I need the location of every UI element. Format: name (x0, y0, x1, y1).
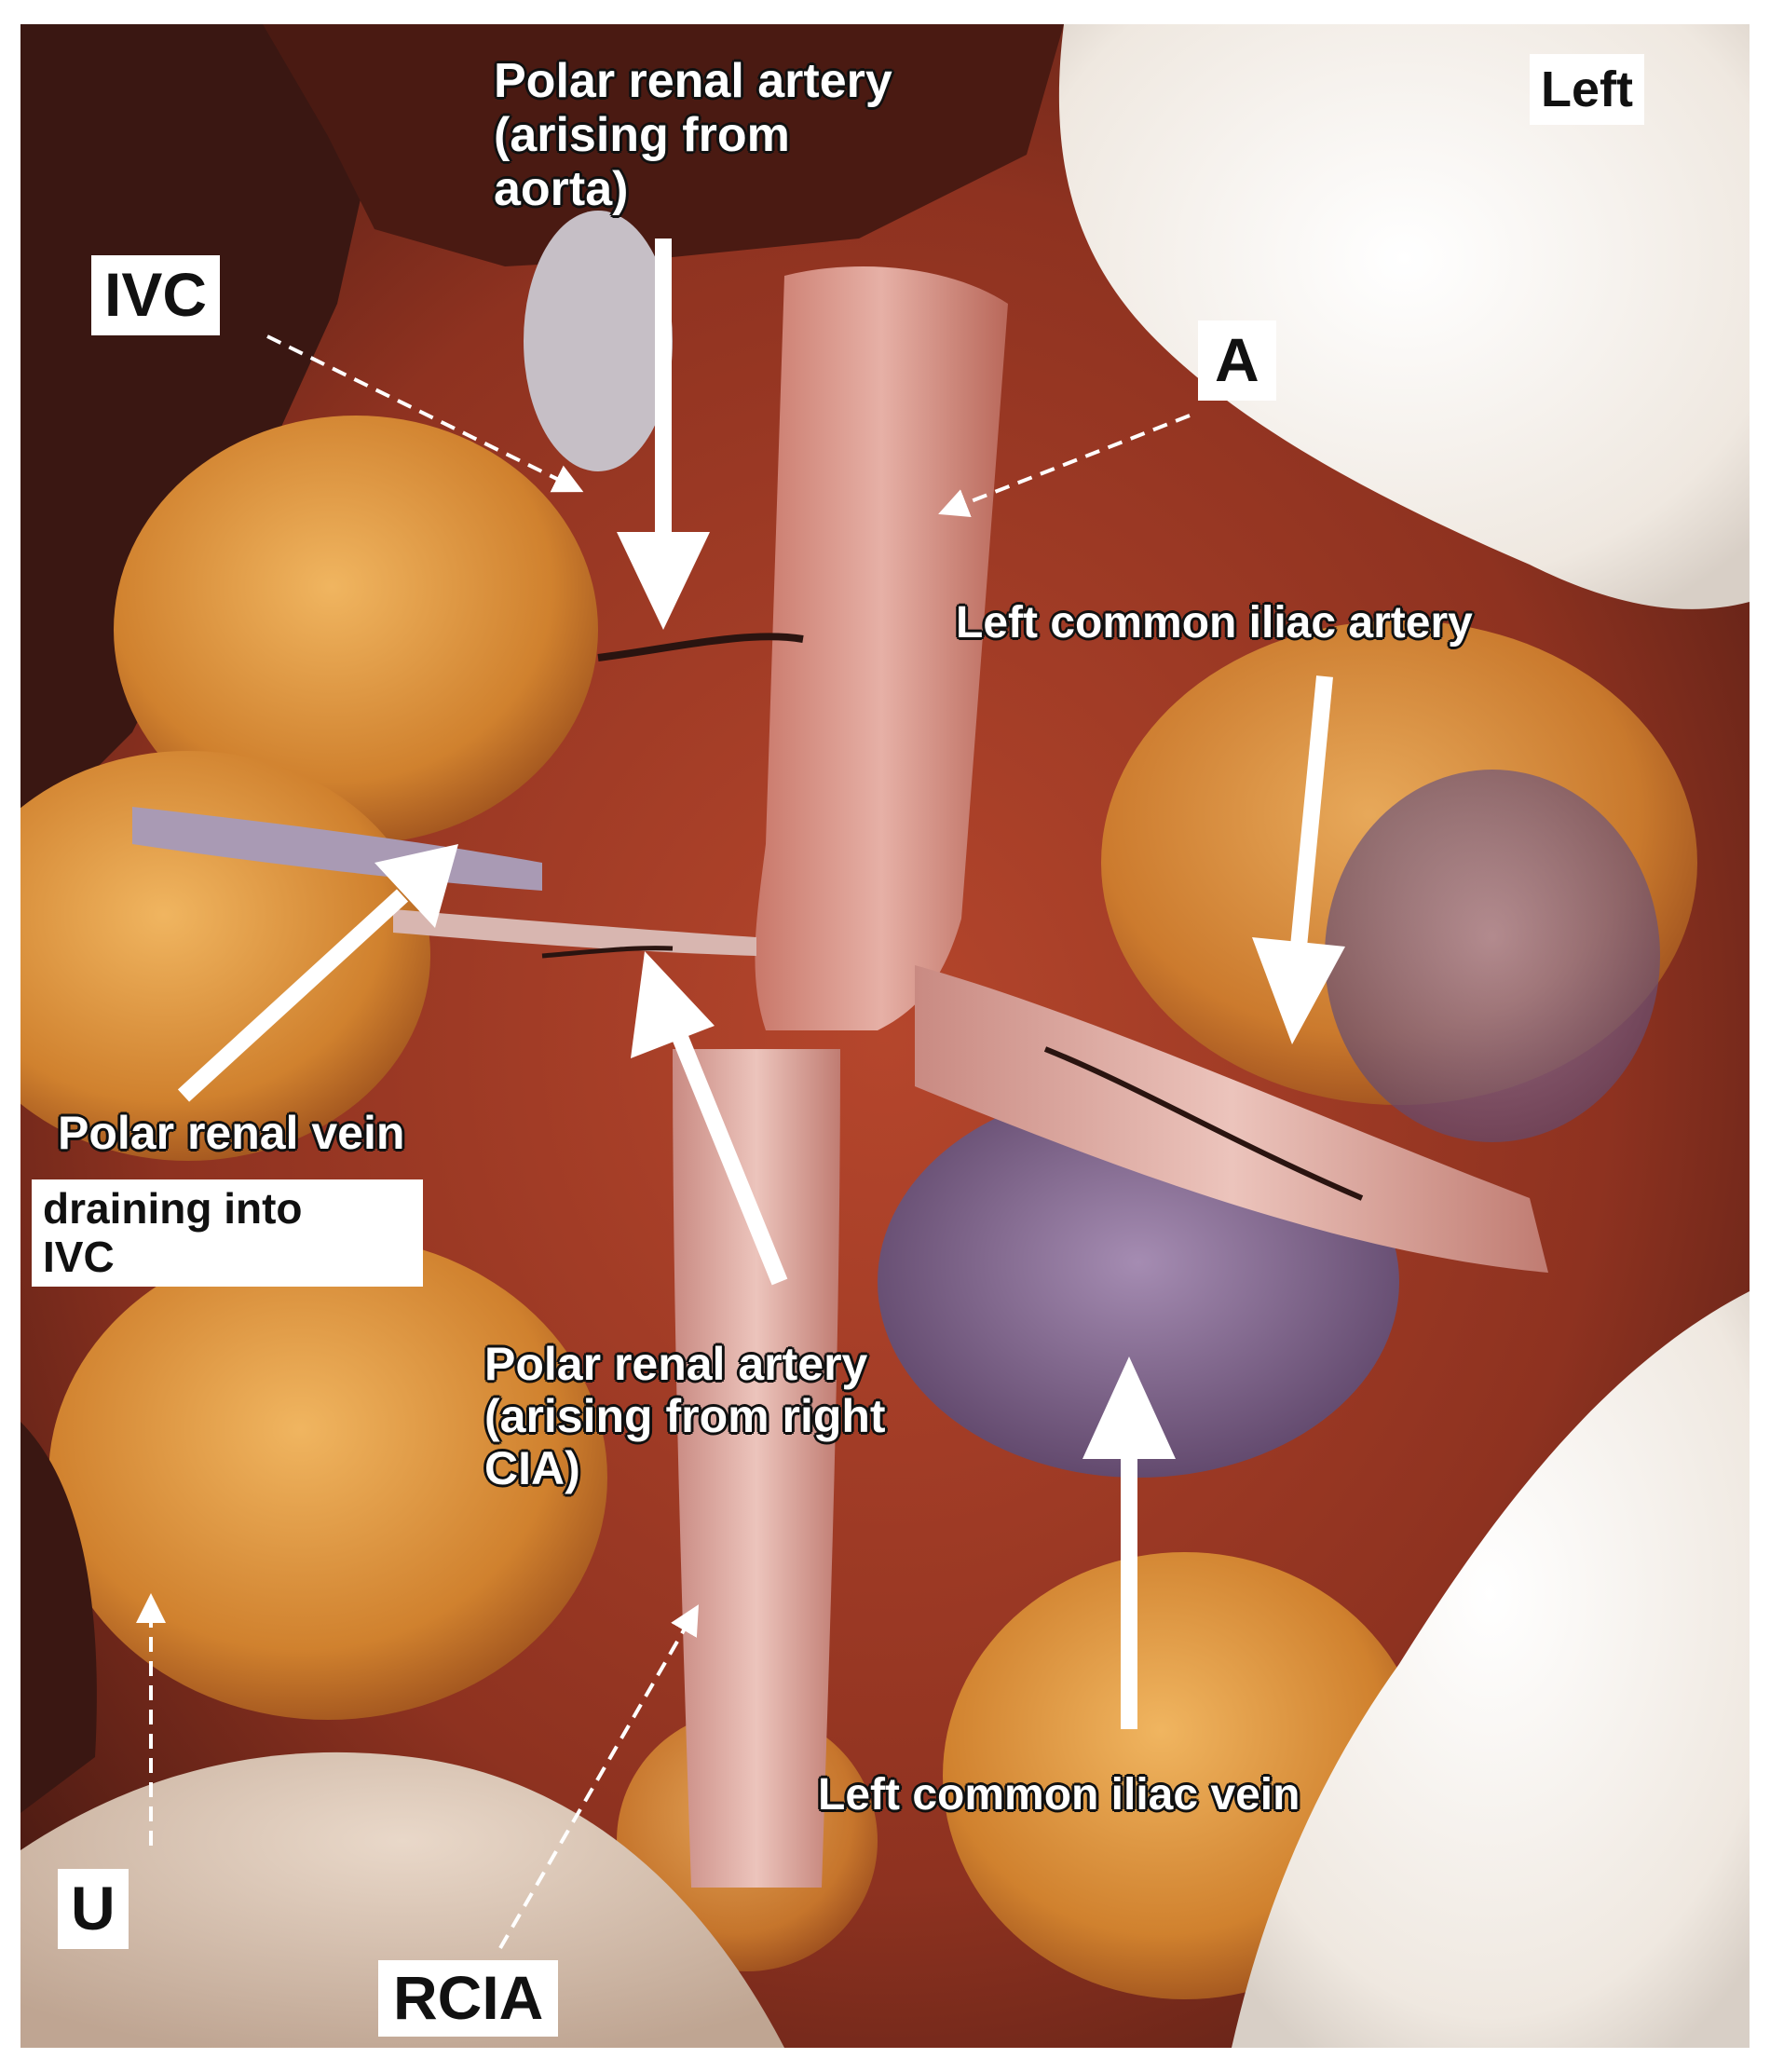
label-line: IVC (43, 1232, 115, 1281)
label-left: Left (1530, 54, 1644, 126)
label-line: (arising from (494, 108, 790, 163)
label-a: A (1198, 320, 1276, 401)
label-u: U (58, 1869, 129, 1949)
label-line: CIA) (484, 1442, 580, 1494)
surgical-photo: Left Polar renal artery (arising from ao… (20, 24, 1750, 2048)
label-rcia: RCIA (378, 1960, 559, 2037)
label-line: Polar renal artery (484, 1338, 868, 1390)
label-left-common-iliac-vein: Left common iliac vein (818, 1770, 1300, 1820)
label-ivc: IVC (91, 255, 221, 335)
label-polar-renal-vein: Polar renal vein (58, 1107, 405, 1159)
label-line: (arising from right (484, 1390, 886, 1442)
label-draining-into-ivc: draining into IVC (32, 1179, 423, 1288)
surgical-field-illustration (20, 24, 1750, 2048)
label-line: aorta) (494, 162, 629, 217)
label-line: draining into (43, 1184, 303, 1233)
label-left-common-iliac-artery: Left common iliac artery (956, 598, 1473, 648)
label-polar-renal-artery-right-cia: Polar renal artery (arising from right C… (484, 1338, 886, 1494)
label-line: Polar renal artery (494, 54, 892, 108)
label-polar-renal-artery-aorta: Polar renal artery (arising from aorta) (494, 54, 892, 217)
